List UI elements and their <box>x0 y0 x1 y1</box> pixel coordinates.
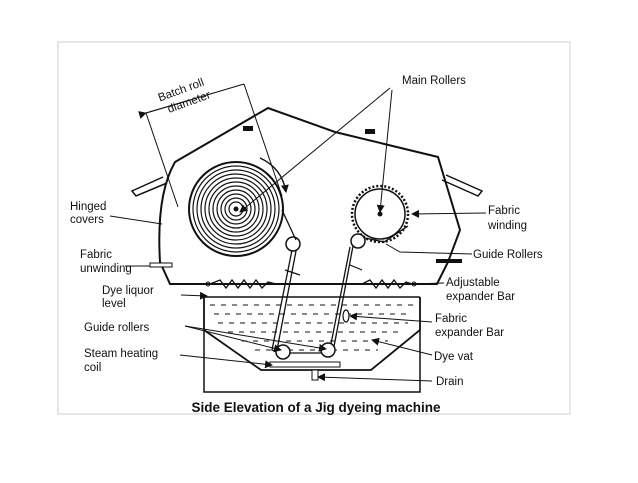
machine-housing <box>158 106 462 285</box>
label-fabric-expander-bar-1: Fabric <box>435 313 467 325</box>
label-fabric-winding-1: Fabric <box>488 205 520 217</box>
figure-caption: Side Elevation of a Jig dyeing machine <box>191 400 441 415</box>
label-guide-rollers-left: Guide rollers <box>84 322 149 334</box>
label-drain: Drain <box>436 376 463 388</box>
hinged-cover-lever-left <box>130 176 168 197</box>
label-adjustable-expander-bar-2: expander Bar <box>446 291 515 303</box>
leader-lines <box>109 87 487 382</box>
expander-spring-right <box>361 278 413 290</box>
guide-roller <box>350 233 366 249</box>
batch-roll-diameter-dimension <box>138 83 283 208</box>
label-steam-heating-coil-2: coil <box>84 362 101 374</box>
drain-pipe <box>311 369 319 381</box>
label-steam-heating-coil-1: Steam heating <box>84 348 158 360</box>
label-fabric-unwinding-2: unwinding <box>80 263 132 275</box>
label-dye-liquor-level-1: Dye liquor <box>102 285 154 297</box>
expander-spring-left <box>209 278 277 290</box>
guide-roller <box>320 342 336 358</box>
guide-roller <box>285 236 301 252</box>
label-dye-vat: Dye vat <box>434 351 474 363</box>
lid-handle <box>365 129 375 134</box>
label-hinged-covers-2: covers <box>70 214 104 226</box>
label-fabric-winding-2: winding <box>487 220 527 232</box>
figure-frame <box>57 41 571 415</box>
label-fabric-expander-bar-2: expander Bar <box>435 327 504 339</box>
hinged-cover-lever-right <box>441 174 484 197</box>
label-adjustable-expander-bar-1: Adjustable <box>446 277 500 289</box>
steam-heating-coil <box>269 361 341 368</box>
adjustable-bar <box>284 269 301 276</box>
fabric-expander-bar <box>342 309 350 323</box>
label-batch-roll-diameter: Batch roll diameter <box>157 77 213 116</box>
dye-liquor <box>210 304 415 351</box>
rotation-arrow <box>259 157 289 193</box>
main-roller-right <box>350 184 410 244</box>
label-main-rollers: Main Rollers <box>402 75 466 87</box>
fabric-unwinding-marker <box>149 262 173 268</box>
label-fabric-unwinding-1: Fabric <box>80 249 112 261</box>
machine-bracket <box>436 259 462 263</box>
guide-roller <box>275 344 291 360</box>
label-dye-liquor-level-2: level <box>102 298 126 310</box>
batch-roll-left <box>188 161 284 257</box>
adjustable-bar <box>349 264 363 271</box>
label-guide-rollers-right: Guide Rollers <box>473 249 543 261</box>
lid-handle <box>243 126 253 131</box>
label-hinged-covers-1: Hinged <box>70 201 106 213</box>
